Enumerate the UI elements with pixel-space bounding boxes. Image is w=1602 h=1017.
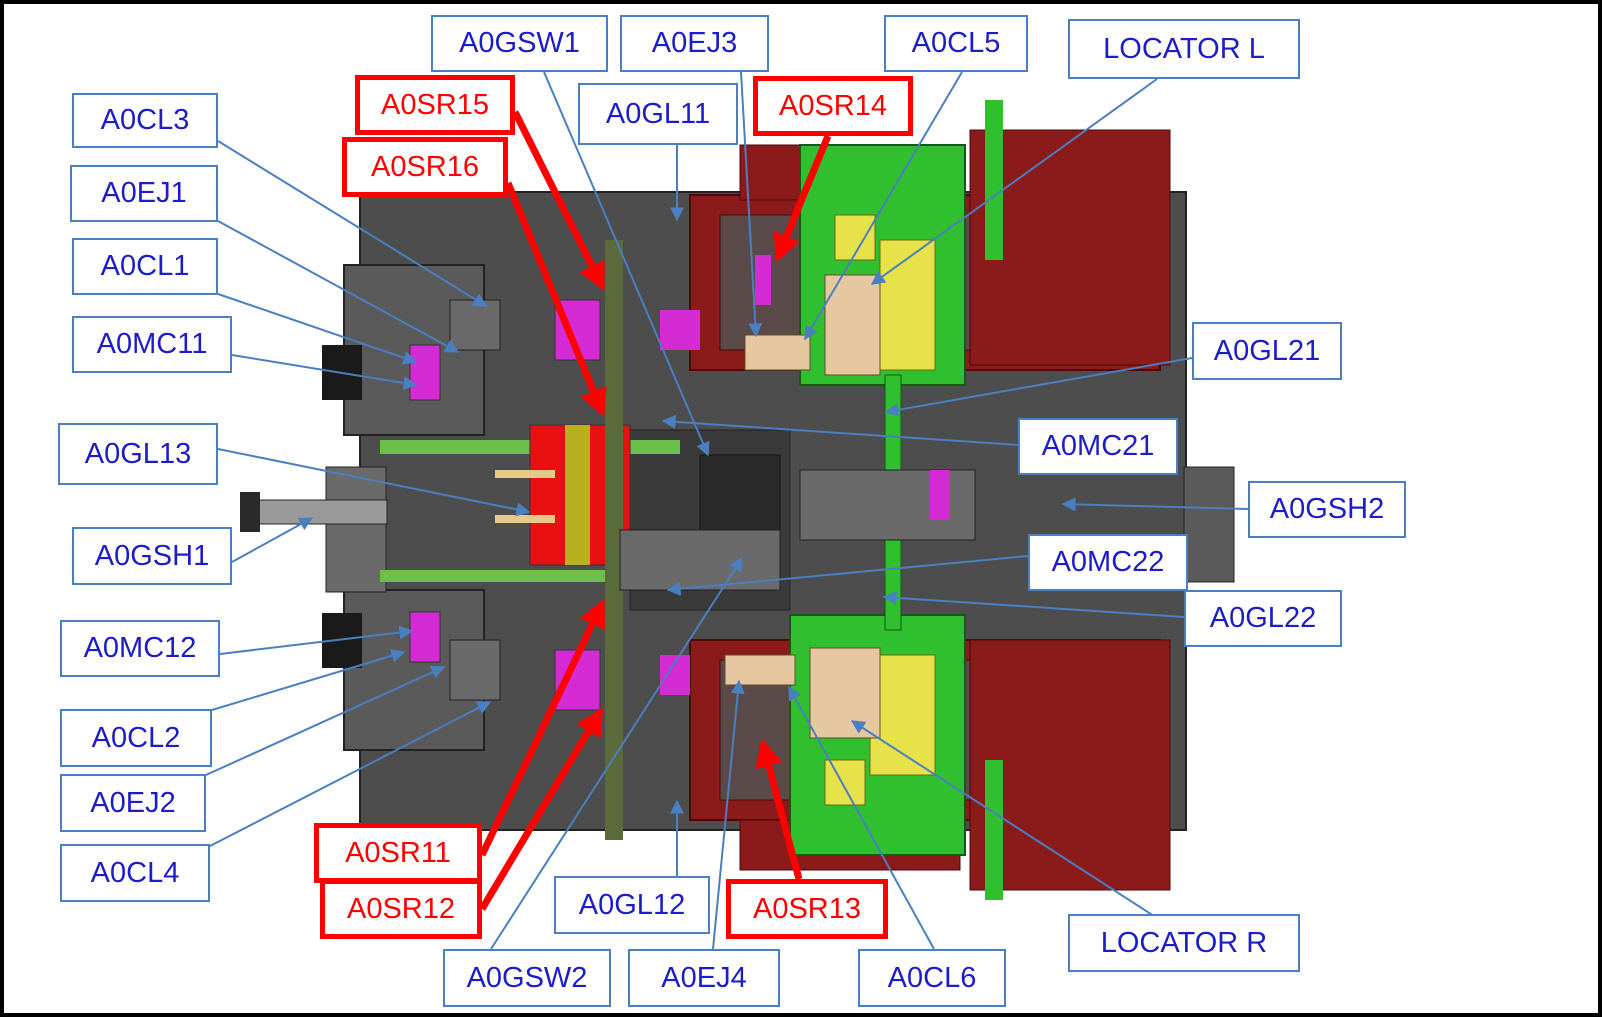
leader-locator-l <box>870 78 1158 285</box>
leader-lines <box>205 71 1249 950</box>
leader-a0cl5 <box>804 71 963 341</box>
label-a0cl4: A0CL4 <box>60 844 210 902</box>
label-a0gsw2: A0GSW2 <box>443 949 611 1007</box>
gas-spring-rod <box>240 492 388 532</box>
leader-a0gsw2 <box>490 556 743 950</box>
label-a0sr14: A0SR14 <box>753 76 913 136</box>
label-a0cl5: A0CL5 <box>884 15 1028 72</box>
label-a0gsh1: A0GSH1 <box>72 527 232 585</box>
label-a0gsh2: A0GSH2 <box>1248 481 1406 538</box>
leader-a0mc21 <box>661 414 1019 446</box>
leader-a0cl2 <box>211 648 406 711</box>
red-arrows <box>478 110 832 911</box>
label-a0mc12: A0MC12 <box>60 620 220 677</box>
center-fixture <box>495 240 781 840</box>
leader-a0ej4 <box>712 679 745 950</box>
leader-a0ej1 <box>217 220 460 353</box>
arrow-a0sr14 <box>773 134 832 263</box>
label-a0gl21: A0GL21 <box>1192 322 1342 380</box>
label-locator-l: LOCATOR L <box>1068 19 1300 79</box>
label-a0sr13: A0SR13 <box>726 879 888 939</box>
leader-a0ej2 <box>205 665 446 776</box>
label-a0gl12: A0GL12 <box>554 876 710 934</box>
leader-a0mc22 <box>666 555 1029 596</box>
label-a0cl2: A0CL2 <box>60 709 212 767</box>
label-a0gl11: A0GL11 <box>578 83 738 145</box>
leader-a0cl6 <box>788 685 935 950</box>
label-a0cl1: A0CL1 <box>72 238 218 295</box>
label-a0gl22: A0GL22 <box>1184 590 1342 647</box>
label-a0ej4: A0EJ4 <box>628 949 780 1007</box>
label-a0gl13: A0GL13 <box>58 423 218 485</box>
leader-a0cl4 <box>209 701 492 847</box>
arrow-a0sr13 <box>755 738 803 880</box>
leader-a0cl1 <box>217 293 418 365</box>
label-a0sr12: A0SR12 <box>320 879 482 939</box>
leader-a0ej3 <box>740 71 763 338</box>
lower-green-fixture <box>660 614 966 856</box>
label-a0ej3: A0EJ3 <box>620 15 769 72</box>
leader-a0mc12 <box>219 625 414 655</box>
leader-a0gl21 <box>884 357 1193 417</box>
label-a0ej1: A0EJ1 <box>70 165 218 222</box>
leader-a0gsh2 <box>1061 497 1249 512</box>
label-a0mc22: A0MC22 <box>1028 534 1188 591</box>
label-a0sr16: A0SR16 <box>342 137 508 197</box>
label-locator-r: LOCATOR R <box>1068 914 1300 972</box>
arrow-a0sr12 <box>478 707 604 911</box>
leader-a0gl13 <box>217 448 531 517</box>
arrow-a0sr15 <box>511 110 606 292</box>
arrow-a0sr16 <box>504 181 607 418</box>
label-a0cl6: A0CL6 <box>858 949 1006 1007</box>
arrow-a0sr11 <box>478 598 606 857</box>
leader-locator-r <box>850 720 1158 919</box>
label-a0gsw1: A0GSW1 <box>431 15 608 72</box>
leader-a0gsw1 <box>543 71 710 457</box>
upper-green-fixture <box>660 144 966 386</box>
label-a0mc21: A0MC21 <box>1018 418 1178 475</box>
label-a0sr11: A0SR11 <box>314 823 482 883</box>
leader-a0gsh1 <box>231 517 314 563</box>
label-a0ej2: A0EJ2 <box>60 774 206 832</box>
locator-bar <box>799 374 976 631</box>
label-a0cl3: A0CL3 <box>72 93 218 148</box>
leader-a0mc11 <box>231 354 418 390</box>
label-a0sr15: A0SR15 <box>355 75 515 135</box>
label-a0mc11: A0MC11 <box>72 316 232 373</box>
leader-a0cl3 <box>217 140 488 307</box>
leader-a0gl22 <box>882 590 1185 618</box>
